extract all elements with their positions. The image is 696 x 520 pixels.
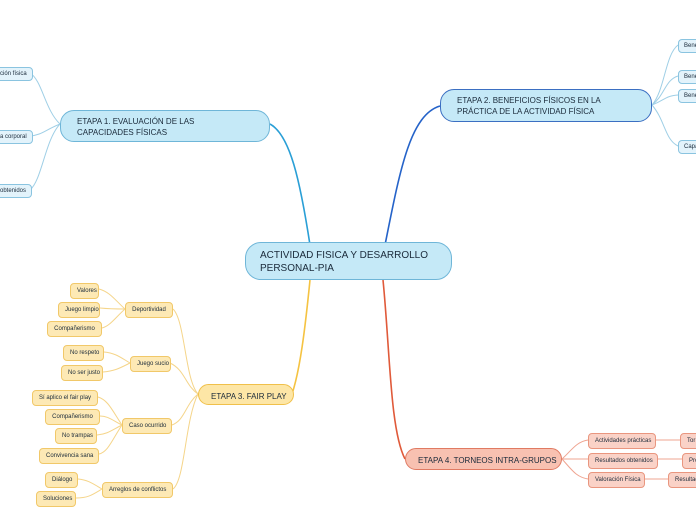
caso-item-fair-play[interactable]: Sí aplico el fair play	[32, 390, 98, 406]
line-e2-1	[651, 44, 679, 106]
line-e3-g2	[169, 362, 199, 395]
line-js-2	[102, 362, 131, 373]
juego-sucio-item-no-respeto[interactable]: No respeto	[63, 345, 104, 361]
etapa4-item-actividades[interactable]: Actividades prácticas	[588, 433, 656, 449]
etapa1-item-1[interactable]: ción física	[0, 67, 33, 81]
etapa4-child-1[interactable]: Tor	[680, 433, 696, 449]
line-dep-2	[99, 307, 126, 310]
line-e4-1	[561, 439, 589, 460]
line-e2-4	[651, 104, 679, 147]
line-js-1	[103, 351, 131, 364]
caso-item-no-trampas[interactable]: No trampas	[55, 428, 97, 444]
line-ar-2	[75, 488, 103, 499]
line-co-3	[96, 424, 123, 436]
branch-line-etapa2	[384, 105, 441, 246]
etapa1-topic[interactable]: ETAPA 1. EVALUACIÓN DE LAS CAPACIDADES F…	[60, 110, 270, 142]
deportividad-item-juego-limpio[interactable]: Juego limpio	[58, 302, 100, 318]
line-e3-g3	[171, 393, 199, 426]
central-topic[interactable]: ACTIVIDAD FISICA Y DESARROLLO PERSONAL-P…	[245, 242, 452, 280]
etapa4-item-valoracion[interactable]: Valoración Física	[588, 472, 645, 488]
line-co-4	[98, 424, 123, 455]
etapa2-item-1[interactable]: Bene	[678, 39, 696, 53]
line-ar-1	[77, 478, 103, 490]
etapa2-item-3[interactable]: Bene	[678, 89, 696, 103]
etapa3-topic[interactable]: ETAPA 3. FAIR PLAY	[198, 384, 294, 405]
line-e2-3	[651, 94, 679, 106]
group-arreglos-conflictos[interactable]: Arreglos de conflictos	[102, 482, 173, 498]
etapa2-item-4[interactable]: Capa	[678, 140, 696, 154]
arreglos-item-dialogo[interactable]: Diálogo	[45, 472, 78, 488]
line-co-2	[99, 415, 123, 426]
etapa1-item-2[interactable]: a corporal	[0, 130, 33, 144]
line-co-1	[97, 396, 123, 426]
deportividad-item-valores[interactable]: Valores	[70, 283, 99, 299]
deportividad-item-companerismo[interactable]: Compañerismo	[47, 321, 102, 337]
etapa4-child-2[interactable]: Pro	[682, 453, 696, 469]
etapa4-child-3[interactable]: Resultad	[668, 472, 696, 488]
arreglos-item-soluciones[interactable]: Soluciones	[36, 491, 76, 507]
caso-item-companerismo[interactable]: Compañerismo	[45, 409, 100, 425]
etapa2-topic[interactable]: ETAPA 2. BENEFICIOS FÍSICOS EN LA PRÁCTI…	[440, 89, 652, 122]
group-deportividad[interactable]: Deportividad	[125, 302, 173, 318]
line-e2-2	[651, 75, 679, 106]
line-e1-1	[29, 72, 61, 125]
etapa4-item-resultados[interactable]: Resultados obtenidos	[588, 453, 658, 469]
line-e1-3	[29, 123, 61, 191]
line-e1-2	[29, 123, 61, 137]
line-dep-3	[101, 308, 126, 329]
branch-line-etapa1	[269, 123, 311, 246]
line-e3-g4	[172, 393, 199, 490]
line-e3-g1	[172, 308, 199, 395]
group-juego-sucio[interactable]: Juego sucio	[130, 356, 171, 372]
etapa1-item-3[interactable]: obtenidos	[0, 184, 33, 198]
etapa4-topic[interactable]: ETAPA 4. TORNEOS INTRA-GRUPOS	[405, 448, 562, 470]
line-e4-3	[561, 458, 589, 480]
branch-line-etapa3	[291, 279, 311, 395]
juego-sucio-item-no-ser-justo[interactable]: No ser justo	[61, 365, 103, 381]
etapa2-item-2[interactable]: Bene	[678, 70, 696, 84]
group-caso-ocurrido[interactable]: Caso ocurrido	[122, 418, 172, 434]
line-dep-1	[98, 288, 126, 310]
caso-item-convivencia-sana[interactable]: Convivencia sana	[39, 448, 99, 464]
branch-line-etapa4	[382, 279, 406, 460]
